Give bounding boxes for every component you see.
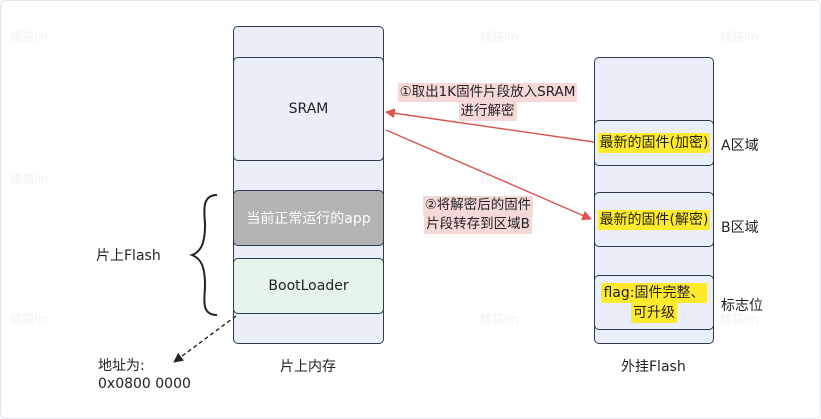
step2-arrow (385, 129, 592, 220)
step1-line1: ①取出1K固件片段放入SRAM (397, 83, 578, 102)
step1-arrow (385, 108, 595, 143)
watermark: 橘猫lin (480, 312, 519, 326)
address-pointer-arrow (173, 315, 237, 363)
sram-label: SRAM (288, 101, 329, 117)
current-app-block: 当前正常运行的app (233, 190, 384, 246)
region-a-block: 最新的固件(加密) (594, 120, 714, 166)
bootloader-label: BootLoader (268, 278, 349, 294)
sram-block: SRAM (233, 57, 384, 161)
step2-line1: ②将解密后的固件 (422, 196, 534, 215)
region-b-label: 最新的固件(解密) (597, 209, 711, 230)
onchip-flash-label: 片上Flash (96, 248, 161, 264)
current-app-label: 当前正常运行的app (246, 211, 371, 227)
address-label-line1: 地址为: (98, 358, 145, 374)
flag-label-line1: flag:固件完整、 (601, 282, 707, 303)
region-a-label: 最新的固件(加密) (597, 133, 711, 153)
address-label-line2: 0x0800 0000 (98, 376, 191, 392)
region-b-block: 最新的固件(解密) (594, 192, 714, 247)
watermark: 橘猫lin (720, 312, 759, 326)
step1-callout: ①取出1K固件片段放入SRAM 进行解密 (395, 83, 580, 121)
flag-block: flag:固件完整、 可升级 (594, 275, 714, 330)
step2-line2: 片段转存到区域B (424, 215, 532, 234)
flag-side-label: 标志位 (721, 298, 763, 314)
step2-callout: ②将解密后的固件 片段转存到区域B (416, 196, 540, 234)
onchip-memory-caption: 片上内存 (280, 359, 336, 375)
watermark: 橘猫lin (480, 30, 519, 44)
watermark: 橘猫lin (10, 172, 49, 186)
flag-label-line2: 可升级 (631, 302, 677, 323)
watermark: 橘猫lin (720, 30, 759, 44)
step1-line2: 进行解密 (458, 102, 517, 121)
bootloader-block: BootLoader (233, 258, 384, 314)
region-a-side-label: A区域 (721, 138, 759, 154)
watermark: 橘猫lin (10, 30, 49, 44)
region-b-side-label: B区域 (721, 220, 759, 236)
external-flash-caption: 外挂Flash (621, 359, 686, 375)
onchip-flash-brace (189, 194, 218, 316)
watermark: 橘猫lin (10, 312, 49, 326)
